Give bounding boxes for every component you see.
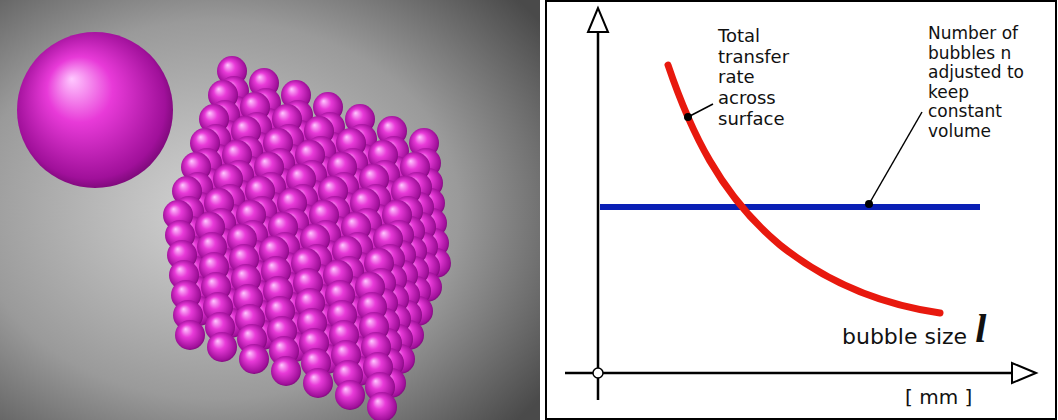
small-bubbles-cube bbox=[163, 56, 451, 420]
large-bubble bbox=[17, 32, 173, 188]
right-panel bbox=[546, 1, 1056, 419]
small-bubble bbox=[239, 344, 269, 374]
small-bubble bbox=[175, 320, 205, 350]
axis-label: bubble size bbox=[842, 324, 967, 349]
leader-dot bbox=[865, 200, 873, 208]
small-bubble bbox=[335, 380, 365, 410]
small-bubble bbox=[271, 356, 301, 386]
y-axis bbox=[597, 30, 600, 400]
y-axis-arrow bbox=[588, 8, 608, 32]
small-bubble bbox=[367, 392, 397, 420]
leader-line bbox=[869, 112, 922, 204]
x-axis bbox=[565, 372, 1012, 375]
bubble-count-line bbox=[600, 204, 980, 210]
curve-label: Total transfer rate across surface bbox=[718, 26, 810, 129]
curve-label: Number of bubbles n adjusted to keep con… bbox=[928, 24, 1032, 141]
small-bubble bbox=[207, 332, 237, 362]
axis-unit: [ mm ] bbox=[905, 386, 972, 409]
left-panel bbox=[0, 0, 540, 420]
transfer-rate-curve bbox=[668, 65, 940, 313]
small-bubble bbox=[303, 368, 333, 398]
leader-line bbox=[688, 104, 713, 117]
x-axis-arrow bbox=[1012, 363, 1036, 383]
origin-marker bbox=[593, 368, 603, 378]
axis-symbol: l bbox=[975, 306, 986, 352]
leader-dot bbox=[684, 113, 692, 121]
